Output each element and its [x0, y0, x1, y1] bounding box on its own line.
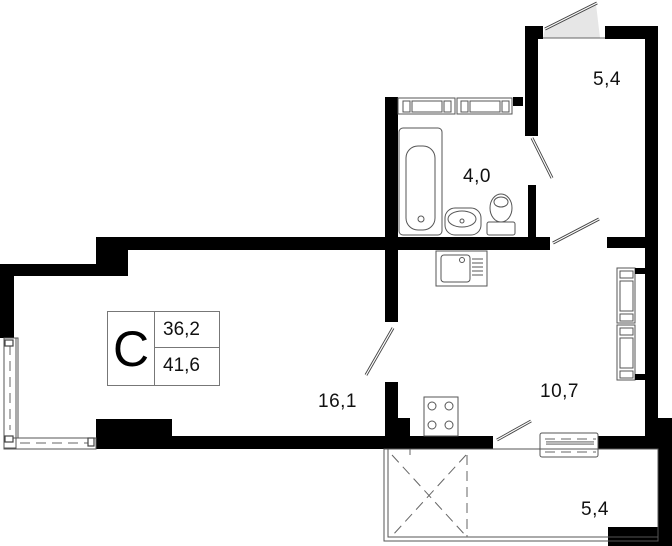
loggia-top-features: [543, 1, 605, 245]
area-label-kitchen: 10,7: [540, 381, 579, 402]
area-label-living-room: 16,1: [318, 391, 357, 412]
apartment-type-letter: C: [108, 312, 155, 385]
walls: [0, 26, 672, 546]
bathroom-fixtures: [397, 97, 554, 236]
balcony-bottom-features: [383, 448, 659, 542]
kitchen-fixtures: [364, 250, 645, 458]
total-area-value: 41,6: [163, 355, 200, 376]
area-label-bathroom: 4,0: [463, 166, 491, 187]
window-left: [3, 337, 97, 450]
area-label-loggia-top: 5,4: [593, 69, 621, 90]
area-label-balcony-bottom: 5,4: [581, 499, 609, 520]
apartment-summary-badge: C 36,2 41,6: [107, 311, 220, 386]
living-area-value: 36,2: [154, 312, 219, 348]
